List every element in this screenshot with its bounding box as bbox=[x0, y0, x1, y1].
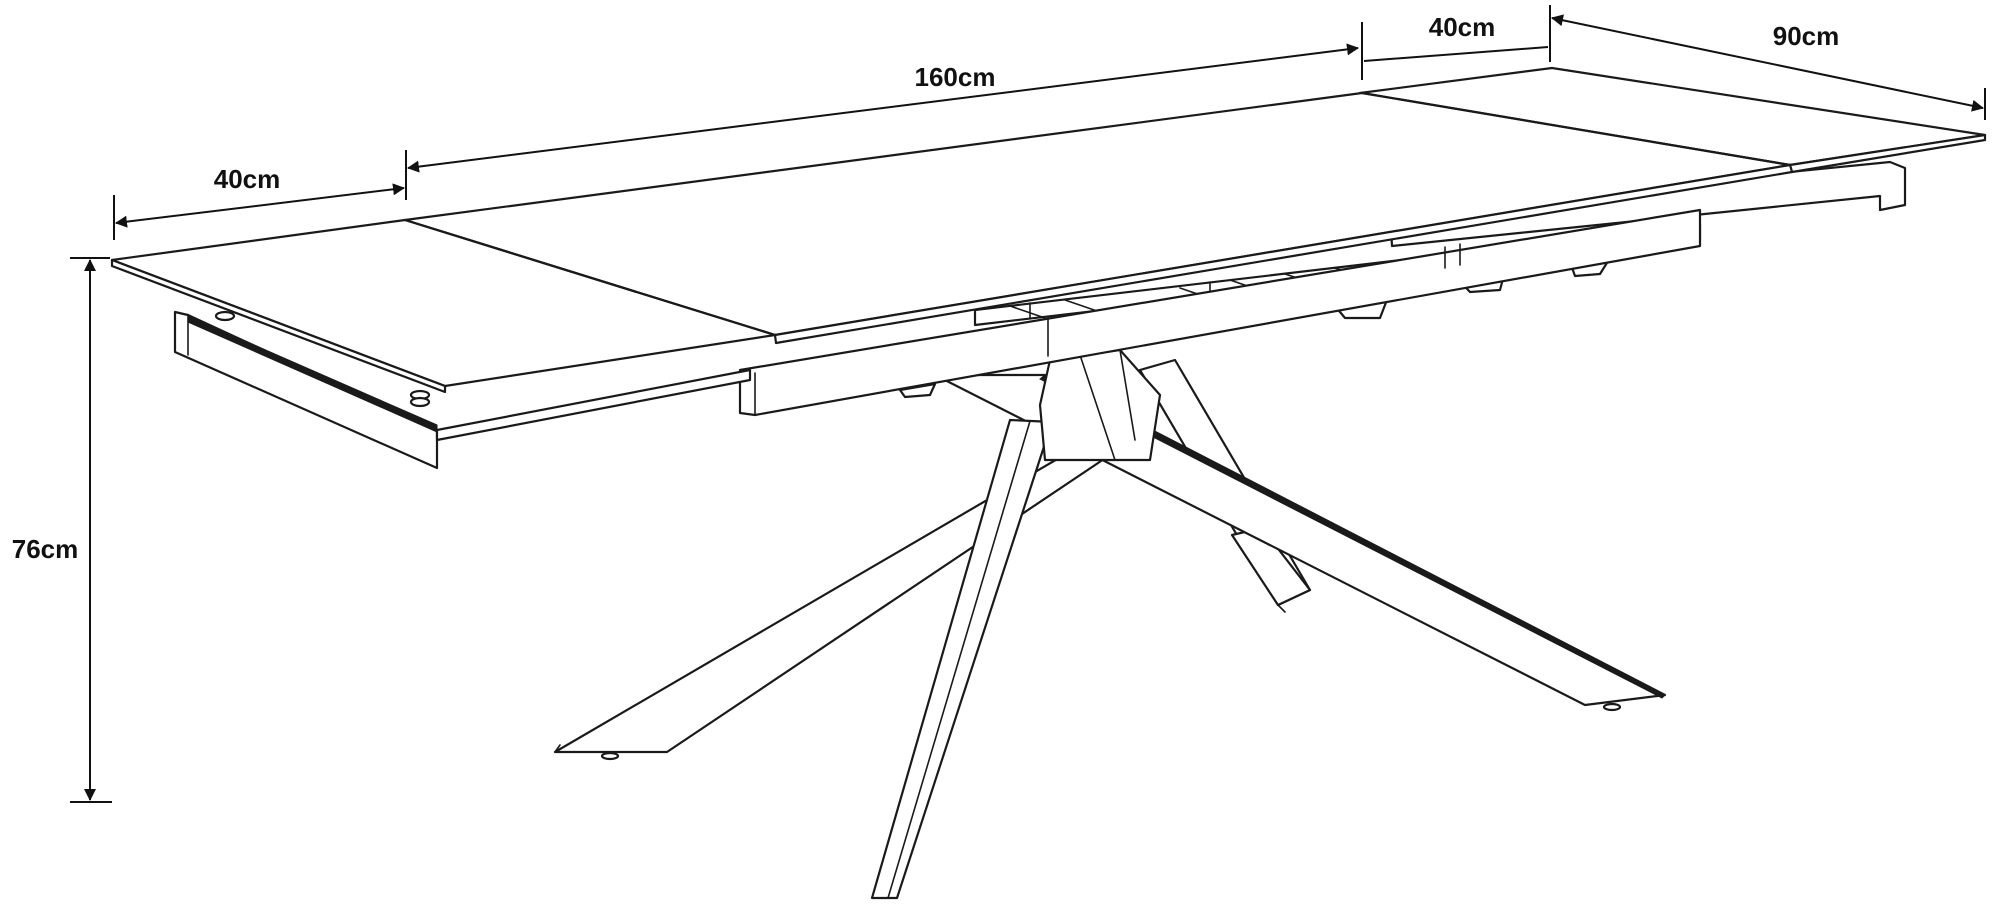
front-frame-rail bbox=[738, 208, 1702, 417]
table-drawing bbox=[110, 66, 1987, 900]
leg-front-left bbox=[870, 418, 1054, 900]
dimension-lines: 40cm 160cm 40cm 90cm 76cm bbox=[12, 5, 1986, 803]
dim-label-depth: 90cm bbox=[1773, 21, 1840, 51]
back-frame-rail bbox=[1388, 160, 1907, 248]
dim-arrow-depth bbox=[1551, 14, 1984, 112]
dim-label-left-extension: 40cm bbox=[214, 164, 281, 194]
dim-label-main-length: 160cm bbox=[915, 62, 996, 92]
dim-arrow-main-length bbox=[407, 43, 1359, 173]
dim-label-right-extension: 40cm bbox=[1429, 12, 1496, 42]
central-leg-hub bbox=[1038, 348, 1162, 462]
dim-arrow-right-extension bbox=[1363, 46, 1549, 62]
dim-arrow-left-extension bbox=[115, 183, 405, 228]
dim-label-height: 76cm bbox=[12, 534, 79, 564]
left-apron bbox=[173, 310, 752, 470]
